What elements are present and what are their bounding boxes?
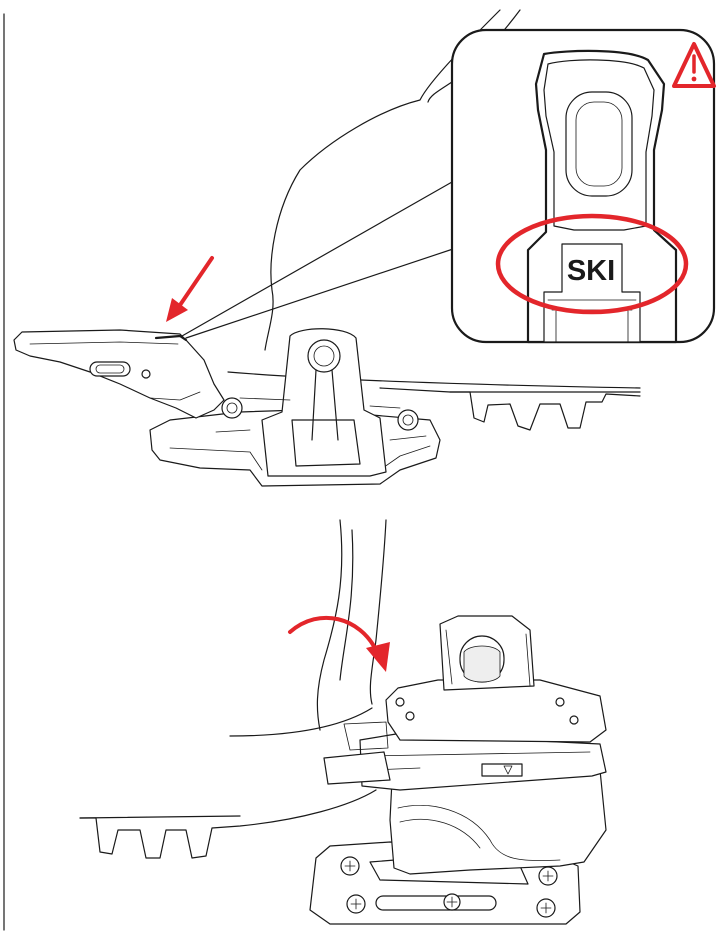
curved-arrow-icon xyxy=(288,615,390,672)
brake-lever-top xyxy=(29,341,201,401)
toe-jaw-bar xyxy=(323,751,391,785)
plate-screw-2 xyxy=(346,894,366,914)
toe-unit-lower xyxy=(389,769,607,875)
lever-pin xyxy=(141,369,151,379)
boot-sole-curve xyxy=(229,707,373,737)
toe-piece-mech xyxy=(215,397,427,441)
binding-base-inner xyxy=(169,445,431,471)
boot-leg-line-1 xyxy=(316,519,343,731)
toe-top-plate xyxy=(385,679,607,743)
inset-label-block xyxy=(543,243,641,343)
ski-profile xyxy=(379,387,641,431)
red-arrow-icon xyxy=(166,256,214,322)
top-plate-hole-3 xyxy=(555,697,565,707)
ski-profile-lower xyxy=(79,789,377,859)
hinge-right xyxy=(397,409,419,431)
bottom-illustration xyxy=(79,519,607,925)
lever-highlight-edge xyxy=(154,334,188,342)
plate-screw-center-cross xyxy=(446,896,458,908)
hinge-right-inner xyxy=(402,414,414,426)
detail-inset: SKI xyxy=(450,28,716,344)
ski-edge-lower xyxy=(79,815,241,819)
top-illustration xyxy=(13,9,641,487)
toe-piece-arm xyxy=(311,369,339,441)
boot-leg-line-2 xyxy=(369,519,387,705)
lever-slot xyxy=(89,361,131,377)
toe-piece-pivot xyxy=(307,339,341,373)
boot-outline xyxy=(264,9,501,351)
boot-sole-line xyxy=(227,371,641,389)
top-plate-hole-2 xyxy=(405,711,415,721)
hinge-left xyxy=(221,397,243,419)
hinge-left-inner xyxy=(226,402,238,414)
toe-clamp-mark xyxy=(503,765,513,775)
plate-screw-crosses xyxy=(344,860,554,914)
toe-piece-front xyxy=(291,419,361,467)
plate-screw-1 xyxy=(340,856,360,876)
toe-jaw-bar-2 xyxy=(343,721,389,751)
toe-lever-grip-shade xyxy=(463,645,501,683)
top-plate-hole-4 xyxy=(569,715,579,725)
toe-lever-edges xyxy=(445,629,531,687)
plate-screw-4 xyxy=(536,898,556,918)
callout-line-upper xyxy=(181,181,453,337)
inset-lever-grip xyxy=(565,91,633,197)
top-plate-hole-1 xyxy=(395,697,405,707)
inset-label-text: SKI xyxy=(567,255,615,287)
toe-unit-lower-curve-2 xyxy=(399,818,481,849)
warning-triangle-icon xyxy=(672,42,716,88)
toe-piece-pivot-inner xyxy=(313,345,335,367)
inset-lever-rim xyxy=(543,59,655,231)
toe-clamp-window xyxy=(481,763,523,777)
plate-slot xyxy=(375,895,497,911)
highlight-ring xyxy=(495,213,689,315)
toe-unit-lower-curve xyxy=(397,805,561,862)
inset-lever-grip-inner xyxy=(575,101,623,187)
lever-slot-inner xyxy=(95,364,125,374)
boot-leg-line-3 xyxy=(339,529,354,681)
callout-line-lower xyxy=(185,247,457,339)
